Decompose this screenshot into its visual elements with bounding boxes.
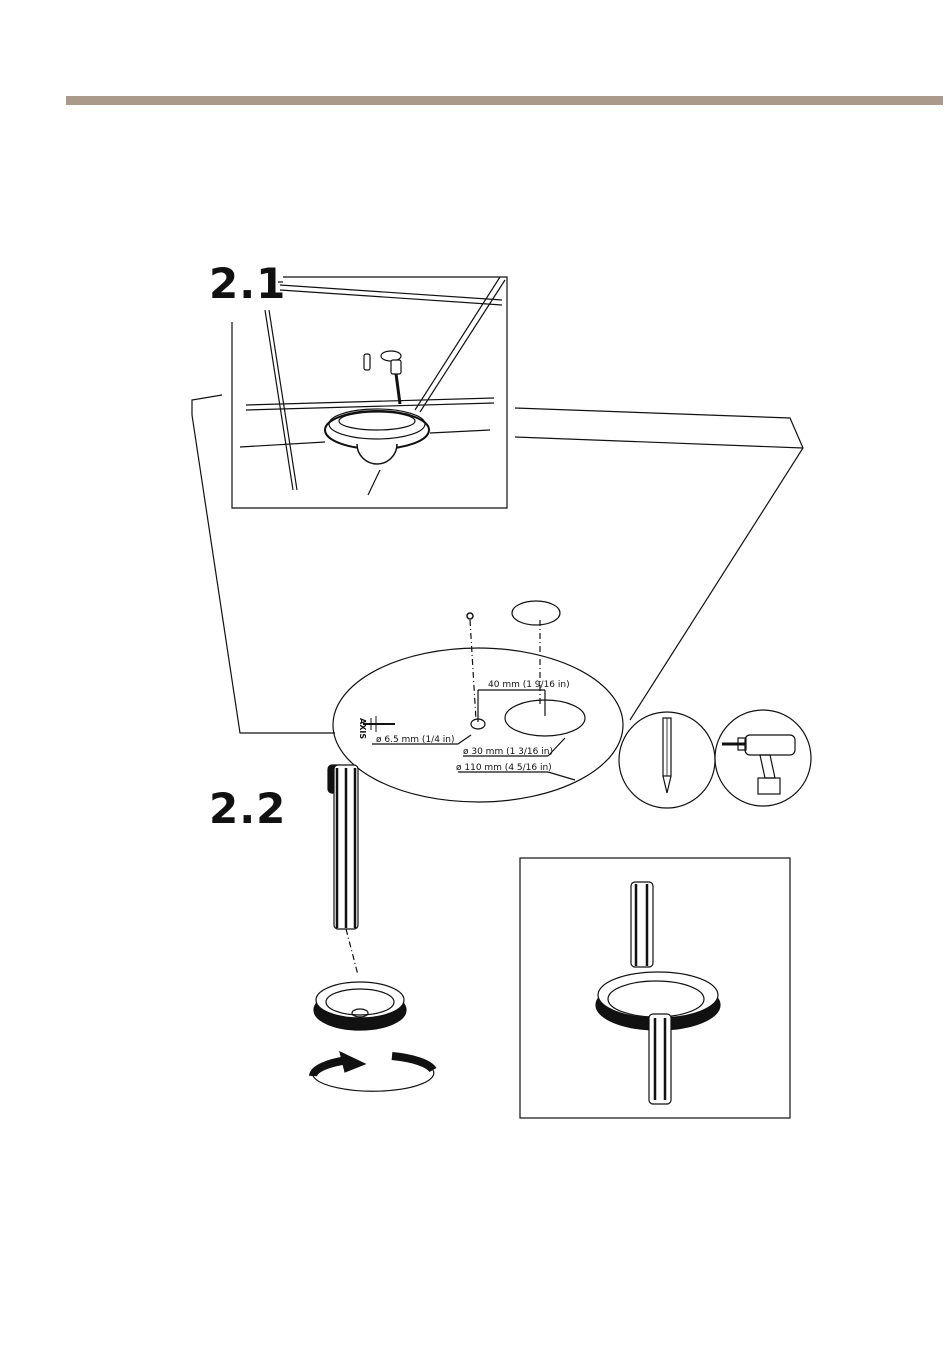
small-hole-label: ø 6.5 mm (1/4 in) xyxy=(376,735,455,745)
threaded-rod xyxy=(328,765,358,975)
outer-diameter-label: ø 110 mm (4 5/16 in) xyxy=(456,763,552,773)
pencil-icon xyxy=(619,712,715,808)
template-labels: 40 mm (1 9/16 in) ø 6.5 mm (1/4 in) ø 30… xyxy=(358,680,570,773)
knurled-nut xyxy=(314,982,406,1030)
drill-icon xyxy=(715,710,811,806)
cable-hole-label: ø 30 mm (1 3/16 in) xyxy=(463,747,553,757)
rotate-arrow-icon xyxy=(313,1052,434,1091)
assembled-rod-nut-inset xyxy=(520,858,790,1118)
hole-spacing-label: 40 mm (1 9/16 in) xyxy=(488,680,570,690)
template-logo: AXIS xyxy=(358,718,367,739)
ceiling-mounted-camera-inset xyxy=(232,277,507,508)
